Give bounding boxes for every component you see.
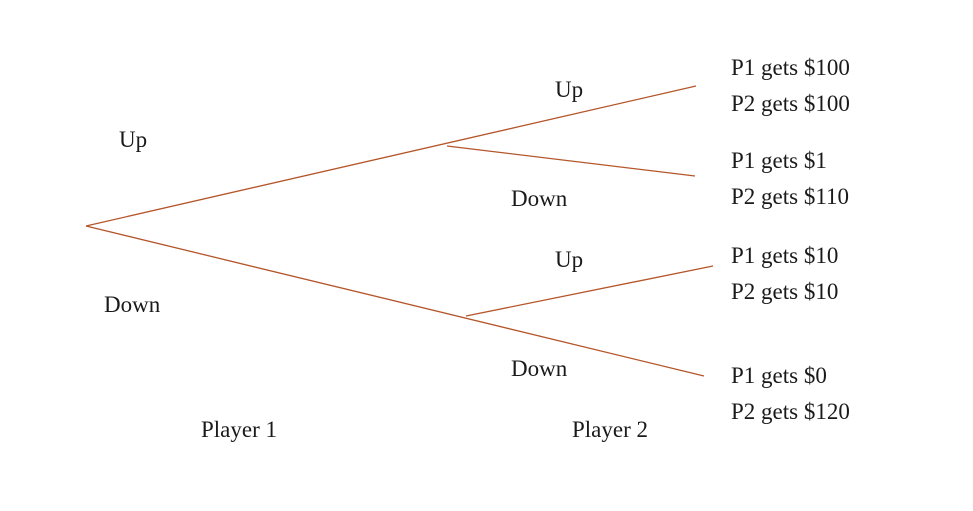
player2-label: Player 2 (572, 417, 649, 442)
p2-top-down-label: Down (511, 186, 568, 211)
payoff-down-up: P1 gets $10 P2 gets $10 (731, 238, 838, 310)
payoff-p2: P2 gets $110 (731, 184, 849, 209)
p2-bottom-down-label: Down (511, 356, 568, 381)
p2-top-up-label: Up (555, 77, 584, 102)
player1-label: Player 1 (201, 417, 278, 442)
payoff-up-down: P1 gets $1 P2 gets $110 (731, 143, 849, 215)
payoff-p2: P2 gets $10 (731, 279, 839, 304)
payoff-up-up: P1 gets $100 P2 gets $100 (731, 50, 850, 122)
payoff-p1: P1 gets $0 (731, 363, 827, 388)
branch-p2-bottom-up (465, 265, 714, 317)
payoff-p2: P2 gets $120 (731, 399, 850, 424)
branch-p1-down (85, 225, 705, 377)
payoff-p2: P2 gets $100 (731, 91, 850, 116)
payoff-down-down: P1 gets $0 P2 gets $120 (731, 358, 850, 430)
payoff-p1: P1 gets $1 (731, 148, 827, 173)
payoff-p1: P1 gets $10 (731, 243, 839, 268)
p1-down-label: Down (104, 292, 161, 317)
branch-p2-top-down (446, 145, 696, 177)
branch-p1-up (85, 85, 697, 227)
p1-up-label: Up (119, 127, 148, 152)
p2-bottom-up-label: Up (555, 247, 584, 272)
payoff-p1: P1 gets $100 (731, 55, 850, 80)
